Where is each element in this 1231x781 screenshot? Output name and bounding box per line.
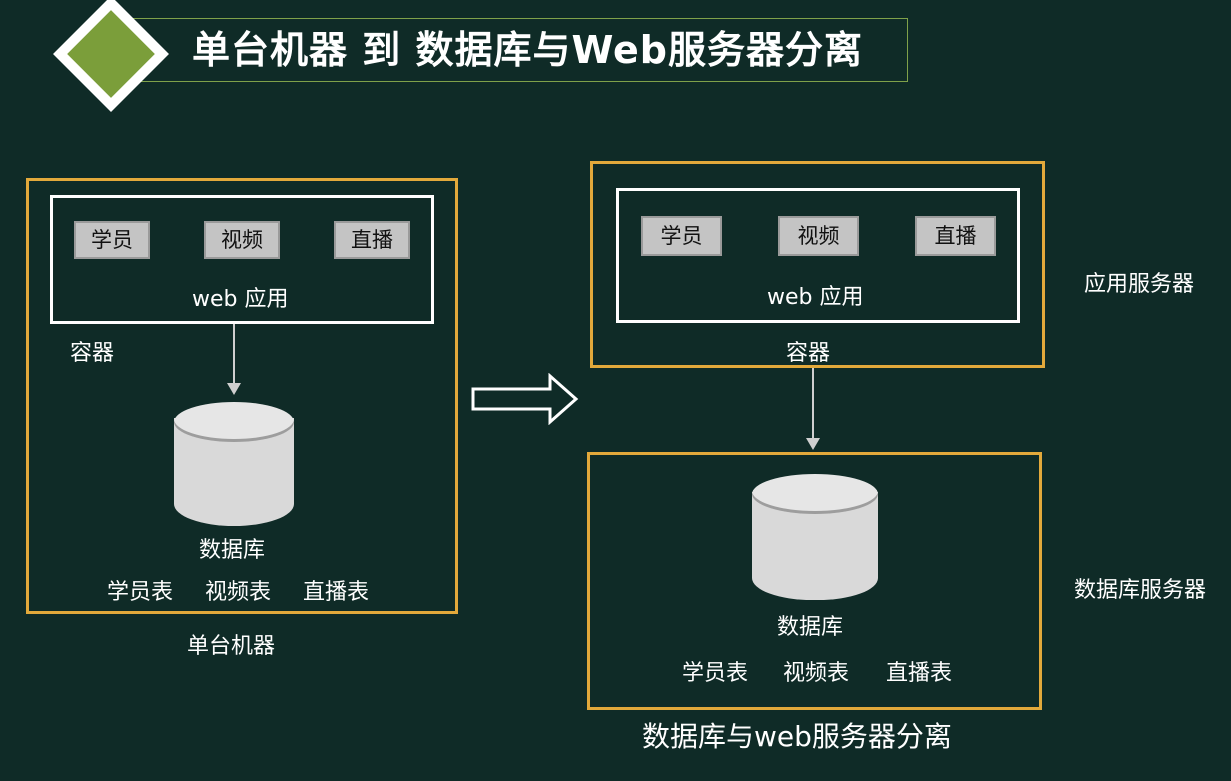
left-web-app-label: web 应用 <box>192 287 289 312</box>
left-arrowhead-icon <box>227 383 241 395</box>
single-machine-label: 单台机器 <box>187 634 276 659</box>
right-module-live: 直播 <box>915 216 996 256</box>
left-module-video: 视频 <box>204 221 280 259</box>
right-table-student: 学员表 <box>682 661 749 686</box>
app-server-frame <box>590 161 1045 368</box>
left-database-top <box>174 402 294 442</box>
right-container-label: 容器 <box>786 341 831 366</box>
right-arrowhead-icon <box>806 438 820 450</box>
transition-arrow-icon <box>471 373 579 425</box>
left-table-student: 学员表 <box>107 580 174 605</box>
single-machine-frame <box>26 178 458 614</box>
right-module-video: 视频 <box>778 216 859 256</box>
left-web-app-box <box>50 195 434 324</box>
right-web-app-label: web 应用 <box>767 285 864 310</box>
separation-caption: 数据库与web服务器分离 <box>642 720 952 753</box>
app-server-label: 应用服务器 <box>1084 272 1195 297</box>
left-connector-line <box>233 324 235 386</box>
left-module-live: 直播 <box>334 221 410 259</box>
left-database-label: 数据库 <box>199 538 266 563</box>
left-table-live: 直播表 <box>303 580 370 605</box>
left-module-student: 学员 <box>74 221 150 259</box>
right-table-video: 视频表 <box>783 661 850 686</box>
right-database-top <box>752 474 878 514</box>
right-table-live: 直播表 <box>886 661 953 686</box>
db-server-frame <box>587 452 1042 710</box>
left-table-video: 视频表 <box>205 580 272 605</box>
page-title: 单台机器 到 数据库与Web服务器分离 <box>192 28 863 72</box>
right-web-app-box <box>616 188 1020 323</box>
db-server-label: 数据库服务器 <box>1074 578 1207 603</box>
right-connector-line <box>812 368 814 440</box>
right-module-student: 学员 <box>641 216 722 256</box>
left-container-label: 容器 <box>70 341 115 366</box>
right-database-label: 数据库 <box>777 615 844 640</box>
